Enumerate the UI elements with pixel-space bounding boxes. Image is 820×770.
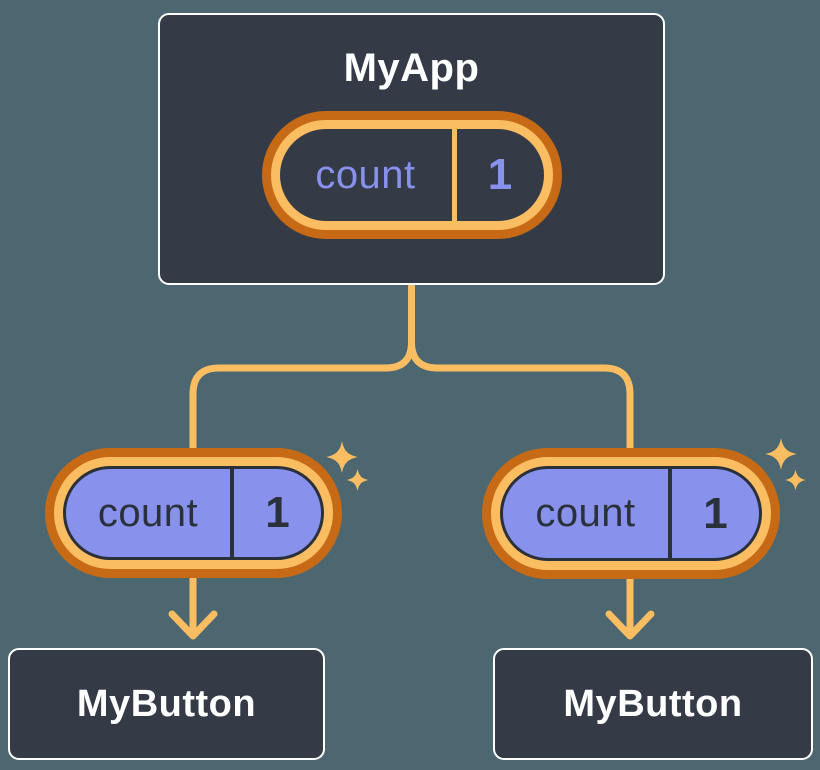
pill-divider — [668, 469, 672, 558]
prop-value: 1 — [265, 488, 290, 537]
pill-divider — [451, 129, 457, 221]
prop-label: count — [97, 490, 199, 535]
state-label: count — [315, 152, 416, 197]
arrow-down-icon — [605, 610, 655, 640]
sparkle-icon — [346, 469, 369, 491]
node-title: MyButton — [563, 682, 743, 725]
pill-divider — [230, 469, 234, 557]
prop-pill-core: count 1 — [63, 466, 324, 560]
myapp-component-node: MyApp count 1 — [158, 13, 665, 285]
state-pill: count 1 — [261, 111, 562, 239]
prop-pill-inner-ring: count 1 — [54, 457, 333, 569]
sparkle-icon — [765, 438, 797, 470]
branch-line-right — [408, 283, 634, 455]
state-value: 1 — [487, 150, 513, 199]
node-title: MyButton — [76, 682, 257, 725]
prop-pill-right: count 1 — [482, 448, 780, 579]
arrow-down-icon — [168, 610, 218, 640]
prop-value: 1 — [703, 488, 728, 538]
mybutton-component-node-left: MyButton — [8, 648, 325, 760]
prop-label: count — [535, 491, 636, 535]
prop-pill-left: count 1 — [45, 448, 342, 578]
state-pill-core: count 1 — [279, 129, 544, 221]
branch-line-left — [189, 283, 415, 455]
state-pill-inner-ring: count 1 — [270, 120, 553, 230]
prop-pill-core: count 1 — [500, 466, 762, 561]
node-title: MyApp — [343, 46, 480, 90]
sparkle-icon — [785, 469, 806, 491]
mybutton-component-node-right: MyButton — [493, 648, 813, 760]
prop-pill-inner-ring: count 1 — [491, 457, 771, 570]
sparkle-icon — [326, 441, 358, 473]
